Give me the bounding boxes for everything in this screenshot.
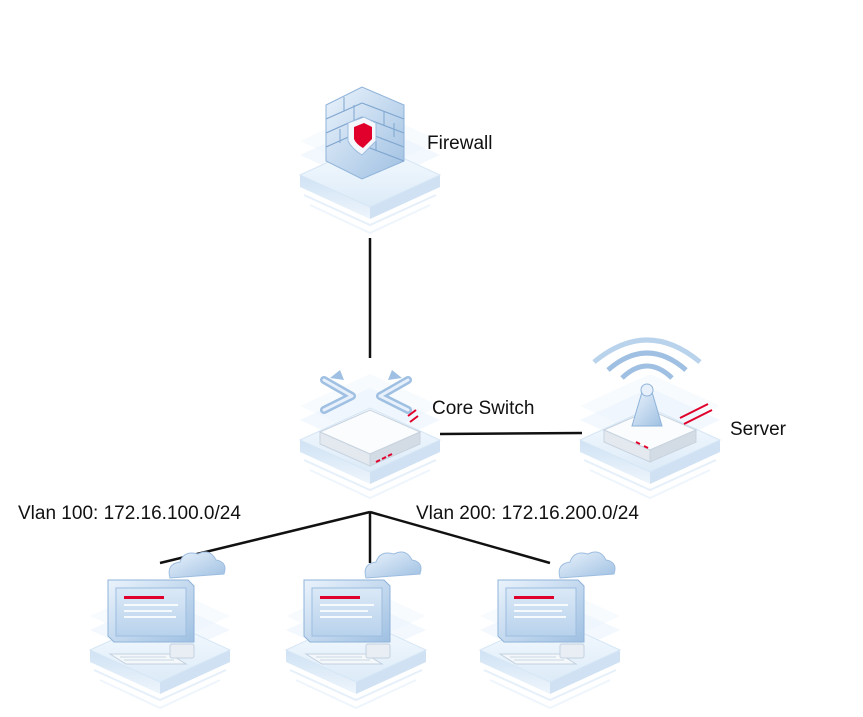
computer-cloud-icon	[90, 552, 230, 708]
client-node-3[interactable]	[480, 552, 620, 708]
computer-cloud-icon	[480, 552, 620, 708]
server-label: Server	[730, 419, 786, 440]
firewall-label: Firewall	[427, 133, 493, 154]
link-core-server	[439, 431, 583, 436]
core-switch-label: Core Switch	[432, 398, 535, 419]
links	[159, 238, 583, 565]
link-core-client-3	[369, 510, 551, 565]
server-node[interactable]	[579, 337, 721, 499]
core-switch-node[interactable]	[299, 370, 441, 499]
vlan-100-label: Vlan 100: 172.16.100.0/24	[18, 503, 241, 524]
vlan-200-label: Vlan 200: 172.16.200.0/24	[416, 503, 639, 524]
firewall-icon	[325, 86, 405, 180]
computer-cloud-icon	[286, 552, 426, 708]
client-node-2[interactable]	[286, 552, 426, 708]
wireless-server-icon	[592, 337, 713, 463]
client-node-1[interactable]	[90, 552, 230, 708]
firewall-node[interactable]	[299, 86, 441, 234]
switch-icon	[318, 370, 422, 467]
